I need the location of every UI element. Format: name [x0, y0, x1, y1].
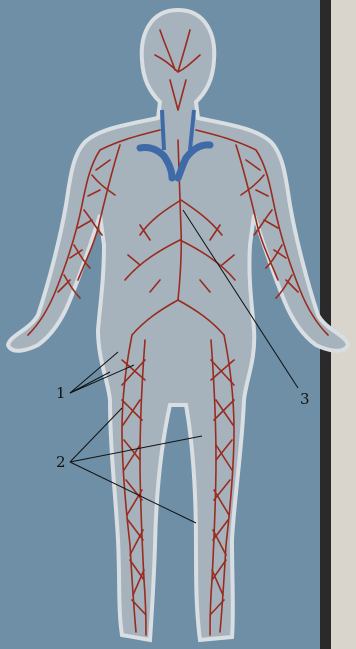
human-silhouette [8, 10, 348, 640]
label-2: 2 [56, 453, 66, 471]
label-1: 1 [56, 384, 66, 402]
label-3: 3 [300, 390, 310, 408]
